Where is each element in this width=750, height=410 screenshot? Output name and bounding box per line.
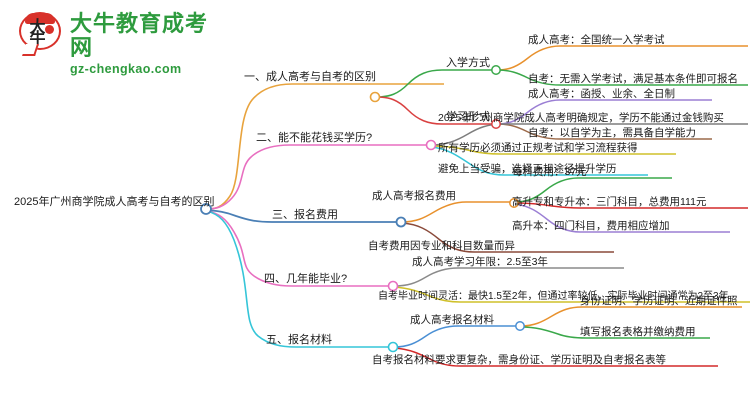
node-entry xyxy=(491,65,501,75)
wire-root-b2 xyxy=(206,144,430,210)
branch-5-child-1-leaf-1-label[interactable]: 身份证明、学历证明、近期证件照 xyxy=(580,295,738,307)
wire-b1-study xyxy=(375,96,496,125)
daniu-bull-logo-icon: 大牛 xyxy=(18,10,64,56)
wire-fee-leaf1 xyxy=(514,177,672,203)
logo-text-block: 大牛教育成考网 gz-chengkao.com xyxy=(70,12,228,77)
branch-4-label[interactable]: 四、几年能毕业? xyxy=(264,273,348,285)
branch-2-leaf-3-label[interactable]: 避免上当受骗，选择正规途径提升学历 xyxy=(438,163,617,175)
wire-b2-leaf2 xyxy=(431,145,676,155)
branch-3-child-1-leaf-1-label[interactable]: 每科费用：37元 xyxy=(512,166,587,178)
node-b3 xyxy=(395,216,407,228)
wire-b5-selfmat xyxy=(393,347,718,367)
branch-1-child-2-leaf-2-label[interactable]: 自考：以自学为主，需具备自学能力 xyxy=(528,127,696,139)
branch-2-leaf-2-label[interactable]: 所有学历必须通过正规考试和学习流程获得 xyxy=(438,142,638,154)
wire-root-b4 xyxy=(206,210,392,287)
root-label[interactable]: 2025年广州商学院成人高考与自考的区别 xyxy=(14,196,215,208)
wire-entry-leaf1 xyxy=(496,45,748,71)
wire-b4-leaf1 xyxy=(393,267,624,287)
branch-3-child-2-label[interactable]: 自考费用因专业和科目数量而异 xyxy=(368,240,515,252)
node-root xyxy=(200,203,212,215)
branch-4-leaf-1-label[interactable]: 成人高考学习年限：2.5至3年 xyxy=(412,256,548,268)
branch-1-child-2-label[interactable]: 学习形式 xyxy=(446,111,490,123)
branch-5-child-1-label[interactable]: 成人高考报名材料 xyxy=(410,314,494,326)
branch-1-child-1-label[interactable]: 入学方式 xyxy=(446,57,490,69)
site-logo[interactable]: 大牛 大牛教育成考网 gz-chengkao.com xyxy=(18,10,228,76)
site-title: 大牛教育成考网 xyxy=(70,11,209,60)
wire-b5-mat xyxy=(393,325,520,348)
node-b2 xyxy=(425,139,437,151)
wire-b1-entry xyxy=(375,69,496,98)
wire-mat-leaf2 xyxy=(520,326,710,339)
branch-3-child-1-label[interactable]: 成人高考报名费用 xyxy=(372,190,456,202)
node-b1 xyxy=(369,91,381,103)
branch-1-child-2-leaf-1-label[interactable]: 成人高考：函授、业余、全日制 xyxy=(528,88,675,100)
branch-1-child-1-leaf-2-label[interactable]: 自考：无需入学考试，满足基本条件即可报名 xyxy=(528,73,738,85)
branch-3-child-1-leaf-2-label[interactable]: 高升专和专升本：三门科目，总费用111元 xyxy=(512,196,707,208)
wire-b2-leaf3 xyxy=(431,146,648,176)
branch-2-leaf-1-label[interactable]: 2025年广州商学院成人高考明确规定，学历不能通过金钱购买 xyxy=(438,112,724,124)
wire-b4-leaf2 xyxy=(393,286,750,303)
node-study xyxy=(491,119,501,129)
branch-5-child-1-leaf-2-label[interactable]: 填写报名表格并缴纳费用 xyxy=(580,326,696,338)
node-mat xyxy=(515,321,525,331)
branch-3-child-1-leaf-3-label[interactable]: 高升本：四门科目，费用相应增加 xyxy=(512,220,670,232)
branch-4-leaf-2-label[interactable]: 自考毕业时间灵活：最快1.5至2年，但通过率较低，实际毕业时间通常为2至3年 xyxy=(378,291,729,302)
wire-study-leaf1 xyxy=(496,99,712,125)
wire-entry-leaf2 xyxy=(496,69,748,86)
wire-mat-leaf1 xyxy=(520,306,742,327)
site-domain: gz-chengkao.com xyxy=(70,62,182,76)
branch-2-label[interactable]: 二、能不能花钱买学历? xyxy=(256,132,373,144)
branch-1-label[interactable]: 一、成人高考与自考的区别 xyxy=(244,71,376,83)
wire-root-b5 xyxy=(206,210,392,348)
wire-fee-leaf3 xyxy=(514,203,730,233)
wire-root-b3 xyxy=(206,209,400,223)
node-b4 xyxy=(387,280,399,292)
branch-5-label[interactable]: 五、报名材料 xyxy=(266,334,332,346)
wire-b3-selffee xyxy=(401,222,614,253)
branch-5-child-2-label[interactable]: 自考报名材料要求更复杂，需身份证、学历证明及自考报名表等 xyxy=(372,354,666,366)
wire-fee-leaf2 xyxy=(514,202,748,209)
node-fee xyxy=(509,198,519,208)
wire-study-leaf2 xyxy=(496,123,712,140)
wire-b3-fee xyxy=(401,201,514,223)
branch-3-label[interactable]: 三、报名费用 xyxy=(272,209,338,221)
branch-1-child-1-leaf-1-label[interactable]: 成人高考：全国统一入学考试 xyxy=(528,34,665,46)
node-b5 xyxy=(387,341,399,353)
